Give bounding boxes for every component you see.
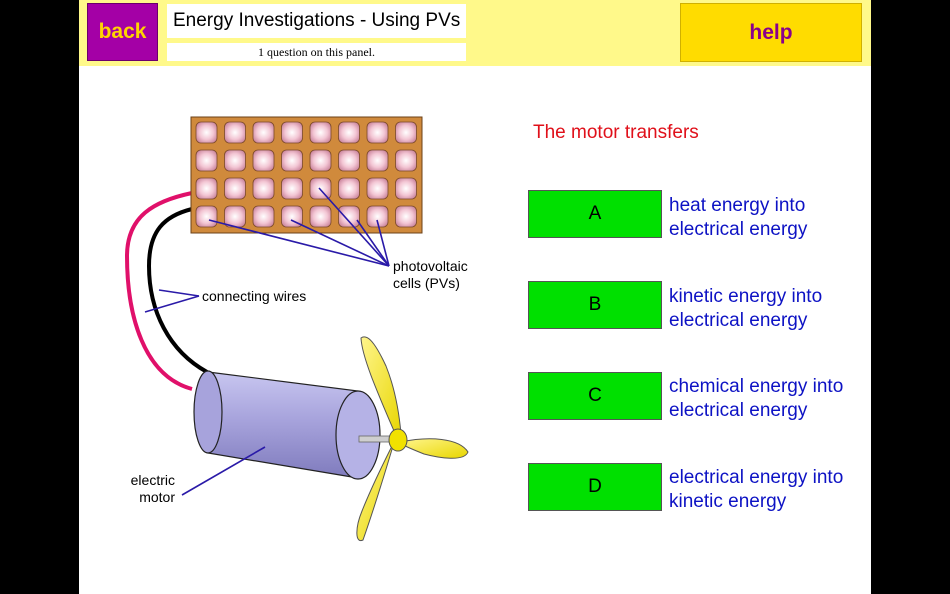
page-title: Energy Investigations - Using PVs bbox=[167, 4, 466, 38]
pv-cell bbox=[195, 177, 218, 200]
pv-cell bbox=[224, 205, 246, 228]
pv-cell bbox=[224, 149, 246, 172]
pv-cell bbox=[338, 205, 360, 228]
option-b-line1: kinetic energy into bbox=[669, 286, 823, 307]
pv-cell bbox=[395, 177, 417, 200]
electric-motor bbox=[193, 370, 398, 480]
pv-cell bbox=[338, 177, 360, 200]
pv-cell bbox=[366, 205, 389, 228]
pv-cell bbox=[195, 121, 218, 144]
pv-cell bbox=[366, 149, 389, 172]
option-b-line2: electrical energy bbox=[669, 310, 808, 331]
pv-cell bbox=[395, 149, 417, 172]
pv-cell bbox=[195, 149, 218, 172]
question-text: The motor transfers bbox=[533, 122, 699, 143]
pv-cell bbox=[281, 205, 303, 228]
wires-label: connecting wires bbox=[202, 288, 306, 304]
pv-cell bbox=[395, 121, 417, 144]
option-c-button[interactable]: C bbox=[528, 372, 662, 420]
header-bar: back Energy Investigations - Using PVs 1… bbox=[79, 0, 871, 66]
pv-cell bbox=[224, 177, 246, 200]
help-button[interactable]: help bbox=[680, 3, 862, 62]
option-a-line1: heat energy into bbox=[669, 195, 806, 216]
option-c-line1: chemical energy into bbox=[669, 376, 844, 397]
option-d-button[interactable]: D bbox=[528, 463, 662, 511]
pv-cell bbox=[252, 149, 275, 172]
panel-subtitle: 1 question on this panel. bbox=[167, 43, 466, 61]
pv-cell bbox=[366, 121, 389, 144]
pv-cell bbox=[338, 121, 360, 144]
pv-cell bbox=[309, 149, 332, 172]
app-panel: back Energy Investigations - Using PVs 1… bbox=[79, 0, 871, 594]
pv-cell bbox=[252, 121, 275, 144]
pv-label-line1: photovoltaic bbox=[393, 258, 468, 274]
pv-cell bbox=[252, 177, 275, 200]
option-c-line2: electrical energy bbox=[669, 400, 808, 421]
pv-cell bbox=[395, 205, 417, 228]
option-b-text: kinetic energy into electrical energy bbox=[669, 285, 869, 333]
pv-cell bbox=[281, 149, 303, 172]
label-pointers bbox=[144, 187, 390, 496]
pv-cell bbox=[338, 149, 360, 172]
pv-label-line2: cells (PVs) bbox=[393, 275, 460, 291]
pv-cell bbox=[281, 121, 303, 144]
pv-cell bbox=[309, 205, 332, 228]
motor-label-line2: motor bbox=[139, 489, 175, 505]
back-button[interactable]: back bbox=[87, 3, 158, 61]
pv-cells bbox=[195, 121, 417, 228]
option-b-button[interactable]: B bbox=[528, 281, 662, 329]
option-c-text: chemical energy into electrical energy bbox=[669, 375, 869, 423]
pv-cell bbox=[281, 177, 303, 200]
option-a-text: heat energy into electrical energy bbox=[669, 194, 869, 242]
motor-label-line1: electric bbox=[131, 472, 175, 488]
pv-cell bbox=[252, 205, 275, 228]
pv-cell bbox=[309, 121, 332, 144]
red-wire bbox=[124, 191, 193, 391]
black-wire bbox=[146, 207, 208, 374]
option-a-line2: electrical energy bbox=[669, 219, 808, 240]
option-d-line1: electrical energy into bbox=[669, 467, 844, 488]
pv-cell bbox=[224, 121, 246, 144]
option-a-button[interactable]: A bbox=[528, 190, 662, 238]
pv-cell bbox=[366, 177, 389, 200]
pv-cell bbox=[195, 205, 218, 228]
pv-motor-diagram: photovoltaic cells (PVs) connecting wire… bbox=[124, 116, 469, 542]
option-d-text: electrical energy into kinetic energy bbox=[669, 466, 869, 514]
propeller bbox=[356, 336, 469, 542]
option-d-line2: kinetic energy bbox=[669, 491, 787, 512]
